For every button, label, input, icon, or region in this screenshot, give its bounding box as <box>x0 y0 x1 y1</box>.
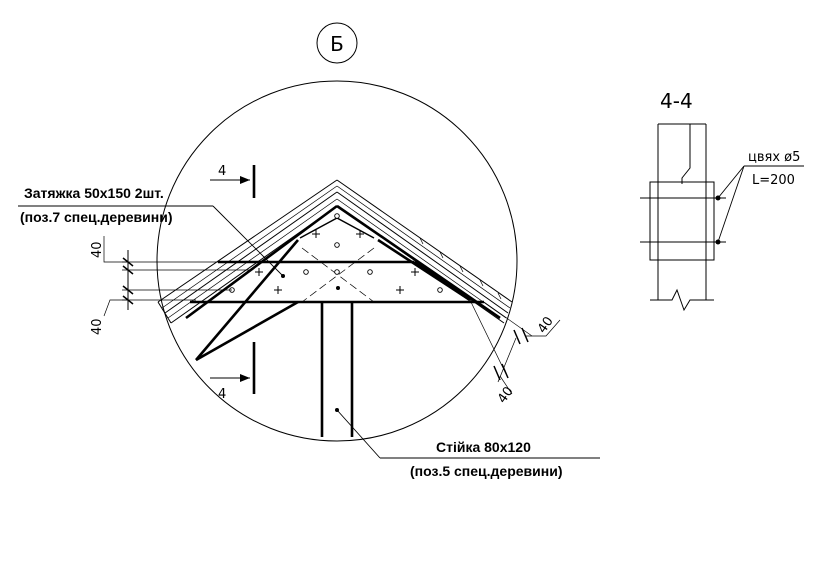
beam-outlines <box>185 204 501 437</box>
dimension-left-bottom-label: 40 <box>90 318 105 335</box>
tie-label: Затяжка 50х150 2шт. <box>24 185 164 201</box>
dimension-right-top-label: 40 <box>535 314 557 336</box>
dashed-lines <box>301 247 375 303</box>
post-label-group: Стійка 80х120 (поз.5 спец.деревини) <box>336 409 600 479</box>
tie-label-group: Затяжка 50х150 2шт. (поз.7 спец.деревини… <box>18 185 284 277</box>
post-label: Стійка 80х120 <box>436 439 531 455</box>
detail-marker-circle <box>316 22 358 64</box>
dimension-right: 40 40 <box>469 299 561 406</box>
dimension-right-bottom-label: 40 <box>495 384 517 406</box>
nail-label: цвях ø5 <box>748 150 800 165</box>
section-4-4: 4-4 цвях ø5 L=200 <box>640 89 804 312</box>
dimension-left-top-label: 40 <box>90 241 105 258</box>
detail-marker-label: Б <box>330 32 344 56</box>
dimension-left: 40 40 <box>90 236 250 335</box>
detail-marker: Б <box>316 22 358 64</box>
section-cut-top: 4 <box>210 164 256 198</box>
detail-boundary-circle <box>156 80 518 442</box>
tie-ref-label: (поз.7 спец.деревини) <box>20 209 172 225</box>
post-ref-label: (поз.5 спец.деревини) <box>410 463 562 479</box>
section-cut-bottom: 4 <box>210 342 256 402</box>
section-title: 4-4 <box>660 89 693 113</box>
section-cut-bottom-label: 4 <box>218 387 226 402</box>
section-cut-top-label: 4 <box>218 164 226 179</box>
nail-length-label: L=200 <box>752 173 795 188</box>
